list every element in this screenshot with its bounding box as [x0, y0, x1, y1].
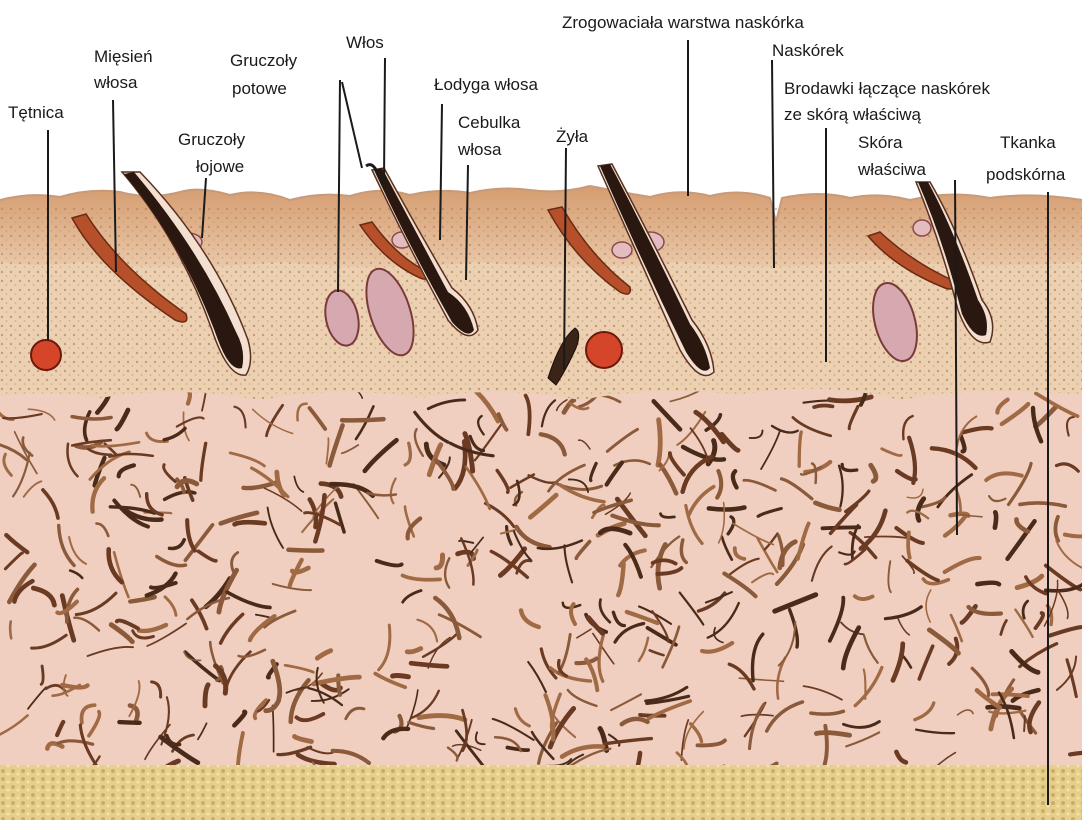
dermis-fiber [235, 522, 265, 524]
label-wlos: Włos [346, 33, 384, 52]
dermis-fiber [988, 706, 1020, 708]
label-skora-line2: właściwa [857, 160, 927, 179]
dermis-fiber [977, 583, 999, 585]
dermis-fiber [393, 675, 409, 676]
label-gruczoly-lojowe-line2: łojowe [196, 157, 244, 176]
label-tkanka-line2: podskórna [986, 165, 1066, 184]
sebaceous-gland-4 [612, 242, 632, 258]
dermis-fiber [908, 532, 910, 557]
label-miesien-line1: Mięsień [94, 47, 153, 66]
artery-2 [586, 332, 622, 368]
dermis-fiber [119, 722, 139, 723]
dermis-fiber [1024, 716, 1025, 731]
dermis-fiber [814, 406, 832, 408]
dermis-layer [0, 330, 1082, 780]
dermis-fiber [62, 685, 87, 688]
labels: Tętnica Mięsień włosa Gruczoły potowe Wł… [8, 13, 1066, 184]
dermis-fiber [342, 419, 383, 420]
dermis-fiber [288, 550, 322, 551]
label-skora-line1: Skóra [858, 133, 903, 152]
label-brodawki-line2: ze skórą właściwą [784, 105, 922, 124]
label-gruczoly-lojowe-line1: Gruczoły [178, 130, 246, 149]
label-zyla: Żyła [556, 127, 589, 146]
dermis-fiber [658, 420, 660, 465]
label-tkanka-line1: Tkanka [1000, 133, 1056, 152]
artery-1 [31, 340, 61, 370]
label-tetnica: Tętnica [8, 103, 64, 122]
label-lodyga: Łodyga włosa [434, 75, 539, 94]
label-gruczoly-potowe-line2: potowe [232, 79, 287, 98]
label-brodawki-line1: Brodawki łączące naskórek [784, 79, 990, 98]
label-naskorek: Naskórek [772, 41, 844, 60]
subcutaneous-texture [0, 765, 1082, 820]
dermis-fiber [823, 527, 860, 528]
dermis-fiber [10, 622, 11, 639]
label-cebulka-line1: Cebulka [458, 113, 521, 132]
dermis-fiber [995, 512, 996, 527]
label-cebulka-line2: włosa [457, 140, 502, 159]
label-zrogowaciala: Zrogowaciała warstwa naskórka [562, 13, 804, 32]
label-gruczoly-potowe-line1: Gruczoły [230, 51, 298, 70]
dermis-fiber [709, 508, 745, 510]
sebaceous-gland-5 [913, 220, 931, 236]
label-miesien-line2: włosa [93, 73, 138, 92]
dermis-fiber [993, 694, 1028, 696]
dermis-fiber [816, 733, 849, 736]
